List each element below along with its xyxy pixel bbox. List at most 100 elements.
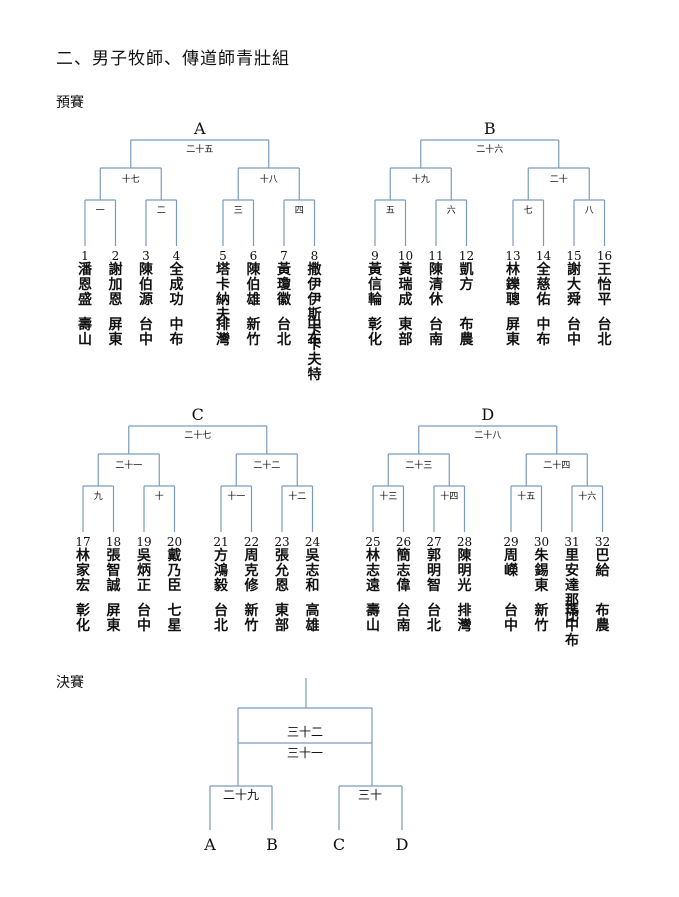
player-seed: 13 bbox=[505, 249, 520, 263]
player-seed: 9 bbox=[371, 249, 379, 263]
player-seed: 11 bbox=[428, 249, 443, 263]
match-label: 九 bbox=[94, 491, 103, 502]
player-name: 林志遠 bbox=[366, 548, 380, 594]
player-team: 高雄 bbox=[305, 603, 320, 634]
player-team: 台中 bbox=[139, 317, 153, 348]
final-slot-letter: C bbox=[333, 835, 345, 854]
player-team: 排灣 bbox=[457, 603, 472, 634]
player-name: 巴 給 bbox=[595, 548, 624, 579]
group-letter: D bbox=[481, 405, 494, 424]
match-label: 十七 bbox=[122, 173, 140, 185]
player-seed: 16 bbox=[597, 249, 612, 263]
match-label: 二十六 bbox=[476, 143, 503, 155]
final-slot-letter: A bbox=[203, 835, 216, 854]
player-seed: 19 bbox=[136, 535, 151, 549]
player-team: 台北 bbox=[277, 317, 291, 348]
final-semi-label: 三十 bbox=[358, 788, 382, 802]
prelim-section-label: 預賽 bbox=[56, 95, 84, 111]
player-name: 陳伯雄 bbox=[246, 262, 261, 308]
player-team: 台南 bbox=[396, 603, 411, 634]
player-name: 黃瑞成 bbox=[398, 262, 413, 308]
player-seed: 4 bbox=[173, 249, 181, 263]
player-name: 黃信輪 bbox=[368, 262, 382, 308]
player-seed: 6 bbox=[250, 249, 258, 263]
player-team: 台中 bbox=[137, 603, 151, 634]
player-name: 戴乃臣 bbox=[167, 548, 182, 594]
player-name: 陳清休 bbox=[429, 262, 443, 308]
match-label: 二十四 bbox=[543, 459, 570, 471]
player-seed: 23 bbox=[274, 535, 289, 549]
match-label: 二十七 bbox=[184, 429, 211, 441]
player-seed: 14 bbox=[536, 249, 552, 263]
match-label: 二十三 bbox=[405, 459, 432, 471]
player-team: 中布 bbox=[536, 317, 551, 348]
player-team: 屏東 bbox=[506, 317, 520, 348]
player-team: 七星 bbox=[167, 603, 182, 634]
player-name: 簡志偉 bbox=[396, 548, 411, 594]
player-name: 林家宏 bbox=[76, 548, 90, 594]
player-seed: 5 bbox=[219, 249, 227, 263]
group-letter: A bbox=[193, 119, 206, 138]
player-seed: 31 bbox=[564, 535, 579, 549]
player-seed: 29 bbox=[503, 535, 518, 549]
player-name: 謝大舜 bbox=[567, 262, 581, 308]
player-seed: 28 bbox=[457, 535, 472, 549]
player-seed: 3 bbox=[142, 249, 150, 263]
group-letter: C bbox=[192, 405, 204, 424]
player-name: 里安達那比 bbox=[565, 548, 579, 624]
player-team: 新竹 bbox=[534, 603, 549, 634]
player-seed: 7 bbox=[280, 249, 288, 263]
player-seed: 15 bbox=[566, 249, 581, 263]
player-name: 潘恩盛 bbox=[78, 262, 92, 308]
player-name: 全慈佑 bbox=[536, 262, 551, 308]
final-slot-letter: B bbox=[266, 835, 278, 854]
player-team: 台中 bbox=[567, 317, 581, 348]
player-team: 新竹 bbox=[244, 603, 259, 634]
player-team: 台北 bbox=[427, 603, 441, 634]
player-team: 布農 bbox=[595, 603, 610, 634]
player-team: 中布 bbox=[307, 317, 322, 348]
player-seed: 32 bbox=[595, 535, 610, 549]
player-team: 排灣 bbox=[216, 317, 230, 348]
player-team: 屏東 bbox=[106, 603, 121, 634]
player-name: 吳志和 bbox=[305, 548, 320, 594]
match-label: 十四 bbox=[440, 490, 458, 502]
player-seed: 21 bbox=[213, 535, 228, 549]
final-semi-label: 二十九 bbox=[223, 788, 259, 802]
player-name: 張允恩 bbox=[275, 548, 289, 594]
third-place-match-label: 三十一 bbox=[287, 746, 323, 760]
player-seed: 2 bbox=[112, 249, 120, 263]
match-label: 十九 bbox=[412, 173, 430, 185]
player-name: 王怡平 bbox=[597, 262, 612, 308]
final-slot-letter: D bbox=[396, 835, 409, 854]
match-label: 十二 bbox=[288, 490, 306, 502]
match-label: 十一 bbox=[227, 490, 245, 502]
player-team: 瑪中布 bbox=[565, 603, 579, 649]
player-seed: 20 bbox=[167, 535, 182, 549]
match-label: 十六 bbox=[578, 490, 596, 502]
player-name: 郭明智 bbox=[427, 548, 441, 594]
player-name: 凱 方 bbox=[459, 262, 488, 293]
match-label: 二 bbox=[157, 206, 166, 216]
player-seed: 26 bbox=[396, 535, 411, 549]
group-letter: B bbox=[484, 119, 496, 138]
match-label: 四 bbox=[295, 206, 304, 216]
championship-match-label: 三十二 bbox=[287, 725, 323, 739]
player-team: 台中 bbox=[504, 603, 518, 634]
player-team: 中布 bbox=[169, 317, 184, 348]
player-name: 陳明光 bbox=[457, 548, 472, 594]
player-seed: 17 bbox=[75, 535, 90, 549]
match-label: 二十八 bbox=[474, 429, 501, 441]
player-seed: 10 bbox=[398, 249, 413, 263]
player-team: 彰化 bbox=[368, 317, 382, 348]
player-seed: 22 bbox=[244, 535, 259, 549]
player-team: 屏東 bbox=[108, 317, 123, 348]
player-seed: 8 bbox=[311, 249, 319, 263]
player-seed: 25 bbox=[365, 535, 380, 549]
match-label: 五 bbox=[386, 206, 395, 216]
player-team: 彰化 bbox=[76, 603, 90, 634]
match-label: 二十 bbox=[550, 173, 568, 185]
match-label: 七 bbox=[524, 205, 533, 216]
player-name: 林鑠聰 bbox=[506, 262, 520, 308]
